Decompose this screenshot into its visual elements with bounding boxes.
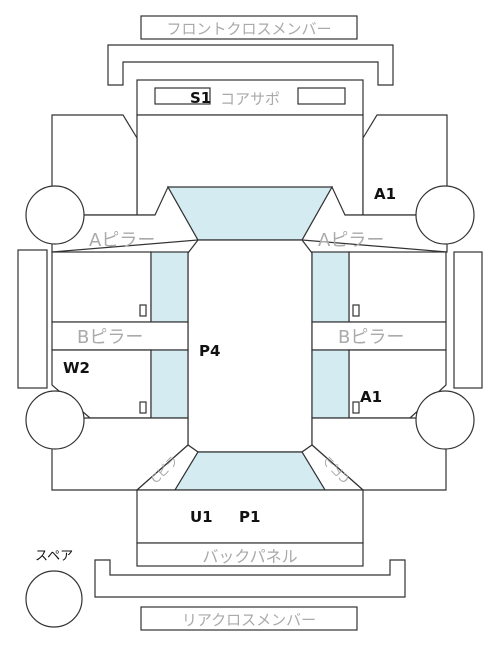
rear-cross-member-box <box>140 606 358 631</box>
code-a1-bottom: A1 <box>360 388 382 406</box>
left-rear-door-handle <box>139 401 147 414</box>
code-a1-top: A1 <box>374 185 396 203</box>
left-rear-window[interactable] <box>150 349 189 419</box>
code-u1: U1 <box>190 508 213 526</box>
right-front-window[interactable] <box>311 251 350 323</box>
trunk-panel[interactable] <box>136 489 364 544</box>
left-front-door-handle <box>139 304 147 317</box>
b-pillar-right[interactable] <box>311 321 447 351</box>
right-rear-wheel[interactable] <box>415 390 475 450</box>
right-rear-door-handle <box>352 401 360 414</box>
code-p4: P4 <box>199 342 220 360</box>
a-pillar-left-label: Aピラー <box>89 230 155 251</box>
left-front-door[interactable] <box>51 251 152 323</box>
right-front-door[interactable] <box>348 251 447 323</box>
front-bumper-bracket <box>107 44 394 86</box>
b-pillar-left[interactable] <box>51 321 189 351</box>
left-side-step[interactable] <box>17 249 48 389</box>
a-pillar-right-label: Aピラー <box>318 230 384 251</box>
code-p1: P1 <box>239 508 260 526</box>
left-front-wheel[interactable] <box>25 185 85 245</box>
back-panel-label: バックパネル <box>202 547 297 566</box>
code-w2: W2 <box>63 359 90 377</box>
spare-tire[interactable] <box>25 570 83 628</box>
right-front-door-handle <box>352 304 360 317</box>
back-panel[interactable] <box>136 542 364 567</box>
front-cross-member-box <box>140 15 358 40</box>
front-cross-member-label: フロントクロスメンバー <box>166 20 331 38</box>
b-pillar-right-label: Bピラー <box>338 327 404 348</box>
rear-bumper-bracket <box>94 559 406 598</box>
left-front-window[interactable] <box>150 251 189 323</box>
core-support-label: コアサポ <box>220 90 280 108</box>
rear-window-glass[interactable] <box>173 451 327 491</box>
right-front-wheel[interactable] <box>415 185 475 245</box>
right-side-step[interactable] <box>453 251 483 389</box>
left-rear-wheel[interactable] <box>25 390 85 450</box>
core-support-slot-left <box>154 87 211 105</box>
core-support-slot-right <box>297 87 346 105</box>
right-rear-window[interactable] <box>311 349 350 419</box>
rear-cross-member-label: リアクロスメンバー <box>182 611 316 629</box>
spare-label: スペア <box>35 549 73 564</box>
b-pillar-left-label: Bピラー <box>77 327 143 348</box>
code-s1: S1 <box>190 89 211 107</box>
